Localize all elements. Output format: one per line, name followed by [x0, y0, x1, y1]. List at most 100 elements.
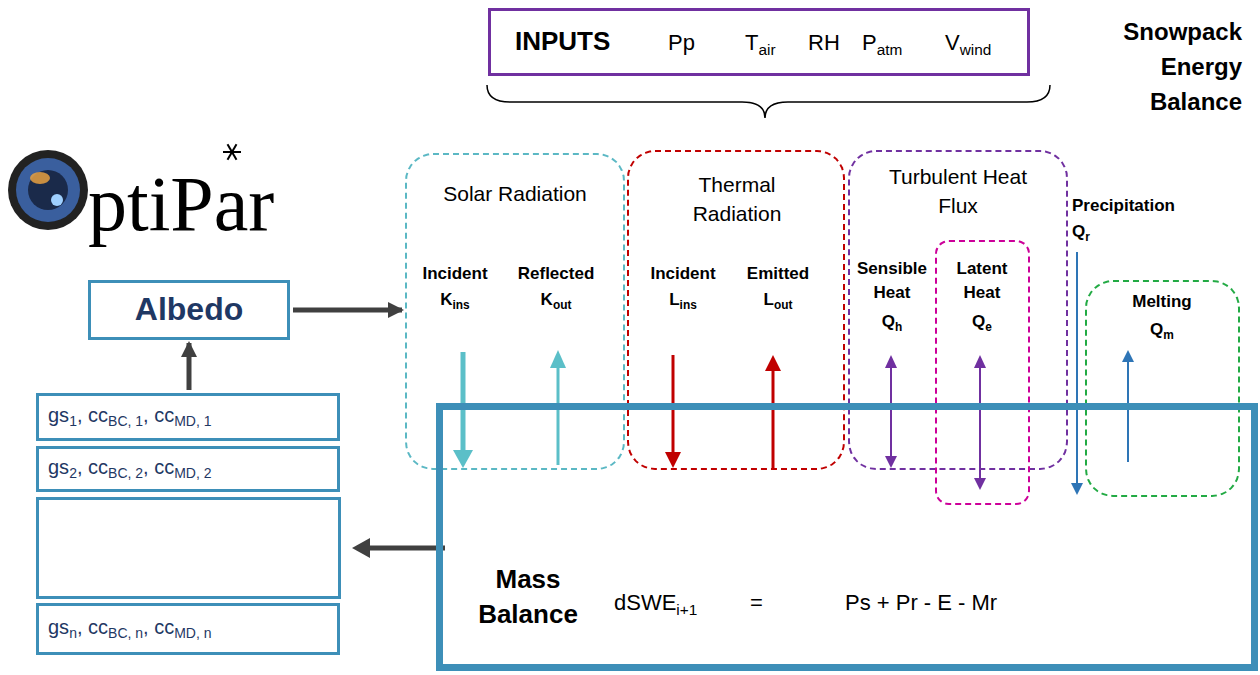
emitted-thermal-arrow — [765, 355, 781, 468]
subscript-text: MD, 1 — [174, 413, 211, 429]
snow-layer-box-text: gs1, ccBC, 1, ccMD, 1 — [48, 404, 212, 429]
label-text: gs — [48, 404, 69, 426]
latent-heat-box: Latent HeatQe — [935, 240, 1030, 505]
subscript-text: ins — [453, 298, 470, 312]
subscript-text: i+1 — [676, 601, 697, 618]
sensible-heat-arrow — [885, 355, 897, 468]
melting-box-text: Qm — [1092, 320, 1232, 342]
label-text: Latent Heat — [957, 259, 1008, 302]
thermal-radiation-group: Thermal RadiationIncidentLinsEmittedLout — [627, 150, 845, 470]
empty-layer-box — [38, 499, 340, 598]
subscript-text: BC, n — [108, 625, 143, 641]
subscript-text: MD, 2 — [174, 465, 211, 481]
flow-arrow — [293, 308, 402, 313]
inputs-brace — [487, 85, 1050, 118]
subscript-text: out — [774, 298, 793, 312]
inputs-box-text: Pp — [668, 30, 695, 55]
thermal-radiation-group-text: Lout — [732, 290, 824, 312]
label-text: INPUTS — [515, 26, 610, 56]
label-text: ptiPar — [88, 160, 274, 247]
precipitation-symbol: Qr — [1072, 222, 1090, 244]
label-text: L — [669, 290, 679, 309]
lens-highlight — [51, 194, 63, 206]
subscript-text: n — [69, 625, 77, 641]
label-text: Q — [882, 312, 895, 331]
mass-balance-box: Mass Balance dSWEi+1 = Ps + Pr - E - Mr — [436, 403, 1258, 671]
snow-layer-box: gsn, ccBC, n, ccMD, n — [36, 603, 340, 655]
label-text: Ps + Pr - E - Mr — [845, 590, 997, 615]
snow-layer-box: gs1, ccBC, 1, ccMD, 1 — [36, 393, 340, 441]
thermal-radiation-group-text: Thermal Radiation — [672, 170, 802, 229]
thermal-radiation-group-text: Emitted — [732, 264, 824, 284]
label-text: K — [541, 290, 553, 309]
label-text: = — [750, 590, 763, 615]
label-text: Q — [972, 312, 985, 331]
label-text: gs — [48, 456, 69, 478]
subscript-text: r — [1085, 230, 1090, 244]
latent-heat-box-text: Qe — [942, 312, 1022, 334]
label-text: Turbulent Heat Flux — [889, 165, 1027, 217]
label-text: Q — [1150, 320, 1163, 339]
label-text: , cc — [143, 616, 174, 638]
subscript-text: wind — [960, 41, 992, 58]
label-text: , cc — [77, 404, 108, 426]
snowflake-icon — [223, 144, 241, 160]
diagram-title: Snowpack Energy Balance — [1082, 14, 1242, 119]
thermal-radiation-group-text: Lins — [639, 290, 727, 312]
subscript-text: 2 — [69, 465, 77, 481]
turbulent-flux-group-text: Turbulent Heat Flux — [871, 162, 1046, 221]
label-text: Melting — [1132, 292, 1192, 311]
lens-core — [28, 170, 68, 210]
subscript-text: BC, 2 — [108, 465, 143, 481]
melting-box: MeltingQm — [1085, 280, 1240, 497]
label-text: RH — [808, 30, 840, 55]
mass-balance-box-text: dSWEi+1 — [614, 590, 697, 618]
label-text: Albedo — [135, 291, 243, 327]
label-text: P — [862, 30, 877, 55]
inputs-box-text: Patm — [862, 30, 902, 58]
label-text: V — [945, 30, 960, 55]
lens-outer — [8, 150, 88, 230]
solar-radiation-group-text: Kins — [407, 290, 503, 312]
label-text: Incident — [422, 264, 487, 283]
label-text: K — [440, 290, 452, 309]
mass-balance-box-text: Ps + Pr - E - Mr — [845, 590, 997, 615]
label-text: Thermal Radiation — [693, 173, 782, 225]
incident-solar-arrow — [453, 352, 473, 468]
label-text: , cc — [77, 456, 108, 478]
inputs-box-text: INPUTS — [515, 27, 610, 57]
turbulent-flux-group: Turbulent Heat FluxSensible HeatQh — [848, 150, 1068, 470]
subscript-text: ins — [680, 298, 697, 312]
subscript-text: e — [985, 320, 992, 334]
inputs-box-text: Vwind — [945, 30, 991, 58]
label-text: Incident — [650, 264, 715, 283]
albedo-box-text: Albedo — [94, 291, 284, 328]
subscript-text: air — [758, 41, 775, 58]
flow-arrow — [187, 343, 192, 390]
inputs-box: INPUTSPpTairRHPatmVwind — [488, 8, 1030, 76]
solar-radiation-group-text: Kout — [506, 290, 606, 312]
label-text: , cc — [143, 456, 174, 478]
subscript-text: MD, n — [174, 625, 211, 641]
turbulent-flux-group-text: Qh — [850, 312, 934, 334]
inputs-box-text: RH — [808, 30, 840, 55]
solar-radiation-group-text: Reflected — [506, 264, 606, 284]
label-text: Reflected — [518, 264, 595, 283]
label-text: Q — [1072, 222, 1085, 241]
latent-heat-box-text: Latent Heat — [942, 257, 1022, 305]
label-text: Mass Balance — [478, 564, 578, 629]
precipitation-arrow — [1071, 252, 1083, 495]
turbulent-flux-group-text: Sensible Heat — [850, 257, 934, 305]
thermal-radiation-group-text: Incident — [639, 264, 727, 284]
label-text: Sensible Heat — [857, 259, 927, 302]
label-text: L — [764, 290, 774, 309]
label-text: Pp — [668, 30, 695, 55]
solar-radiation-group-text: Incident — [407, 264, 503, 284]
albedo-box: Albedo — [88, 280, 290, 340]
subscript-text: BC, 1 — [108, 413, 143, 429]
mass-balance-box-text: = — [750, 590, 763, 615]
mass-to-layer-arrow — [352, 538, 445, 558]
subscript-text: atm — [877, 41, 903, 58]
lens-ring — [16, 158, 80, 222]
label-text: Precipitation — [1072, 196, 1175, 215]
